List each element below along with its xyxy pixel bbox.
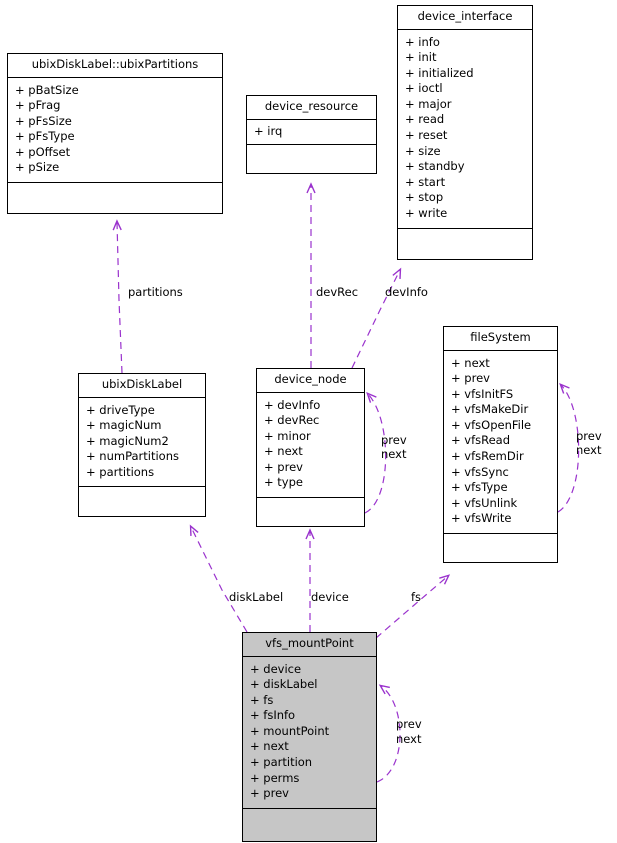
class-operations-ubix-partitions [8, 183, 222, 213]
edge-label-devRec: devRec [316, 285, 359, 299]
class-operations-ubix-disk-label [79, 487, 205, 516]
attribute-row: + start [405, 174, 446, 189]
attribute-row: + devRec [264, 413, 320, 428]
class-attributes-ubix-partitions: + pBatSize + pFrag + pFsSize + pFsType +… [8, 78, 222, 184]
attribute-row: + fsInfo [250, 708, 296, 723]
attribute-row: + vfsMakeDir [451, 402, 529, 417]
class-title-device-resource: device_resource [247, 96, 376, 120]
attribute-row: + prev [250, 786, 289, 801]
attribute-row: + device [250, 661, 302, 676]
attribute-row: + partition [250, 755, 313, 770]
attribute-row: + pSize [15, 160, 60, 175]
attribute-row: + standby [405, 159, 465, 174]
class-attributes-vfs-mountpoint: + device + diskLabel + fs + fsInfo + mou… [243, 657, 376, 809]
attribute-row: + stop [405, 190, 444, 205]
edge-partitions [112, 219, 123, 374]
attribute-row: + diskLabel [250, 677, 318, 692]
attribute-row: + irq [254, 123, 283, 138]
attribute-row: + devInfo [264, 397, 321, 412]
edge-label-mountpoint-prev: prev [396, 717, 422, 731]
class-attributes-device-interface: + info + init + initialized + ioctl + ma… [398, 30, 532, 229]
class-box-ubix-disk-label[interactable]: ubixDiskLabel + driveType + magicNum + m… [78, 373, 206, 518]
attribute-row: + vfsUnlink [451, 495, 518, 510]
attribute-row: + numPartitions [86, 449, 179, 464]
class-attributes-device-node: + devInfo + devRec + minor + next + prev… [257, 393, 364, 499]
class-title-ubix-disk-label: ubixDiskLabel [79, 374, 205, 398]
edge-label-device-node-prev: prev [381, 433, 407, 447]
attribute-row: + next [250, 739, 289, 754]
class-operations-device-resource [247, 145, 376, 173]
attribute-row: + major [405, 96, 452, 111]
class-title-ubix-partitions: ubixDiskLabel::ubixPartitions [8, 54, 222, 78]
class-operations-device-node [257, 498, 364, 526]
attribute-row: + reset [405, 128, 448, 143]
edge-label-device-node-next: next [381, 447, 407, 461]
attribute-row: + fs [250, 692, 274, 707]
edge-label-devInfo: devInfo [385, 285, 428, 299]
edge-label-filesystem-next: next [576, 443, 602, 457]
edge-label-fs: fs [411, 590, 422, 604]
edge-label-filesystem-prev: prev [576, 429, 602, 443]
class-title-device-interface: device_interface [398, 6, 532, 30]
class-box-vfs-mountpoint[interactable]: vfs_mountPoint + device + diskLabel + fs… [242, 632, 377, 842]
attribute-row: + vfsWrite [451, 511, 512, 526]
attribute-row: + pFsType [15, 129, 75, 144]
attribute-row: + vfsSync [451, 464, 509, 479]
attribute-row: + vfsType [451, 480, 508, 495]
class-title-device-node: device_node [257, 369, 364, 393]
attribute-row: + ioctl [405, 81, 443, 96]
attribute-row: + initialized [405, 65, 474, 80]
attribute-row: + prev [451, 371, 490, 386]
attribute-row: + vfsOpenFile [451, 417, 532, 432]
attribute-row: + magicNum2 [86, 433, 169, 448]
edge-label-partitions: partitions [128, 285, 183, 299]
attribute-row: + magicNum [86, 418, 162, 433]
attribute-row: + write [405, 206, 448, 221]
class-attributes-filesystem: + next + prev + vfsInitFS + vfsMakeDir +… [444, 351, 557, 535]
class-title-filesystem: fileSystem [444, 327, 557, 351]
attribute-row: + init [405, 50, 437, 65]
edge-diskLabel [189, 524, 248, 633]
attribute-row: + vfsInitFS [451, 386, 514, 401]
class-attributes-device-resource: + irq [247, 120, 376, 146]
class-box-device-node[interactable]: device_node + devInfo + devRec + minor +… [256, 368, 365, 528]
attribute-row: + pOffset [15, 144, 71, 159]
class-operations-vfs-mountpoint [243, 809, 376, 841]
attribute-row: + vfsRead [451, 433, 511, 448]
class-operations-device-interface [398, 229, 532, 259]
attribute-row: + size [405, 143, 441, 158]
attribute-row: + vfsRemDir [451, 449, 524, 464]
attribute-row: + prev [264, 459, 303, 474]
attribute-row: + pFrag [15, 98, 61, 113]
edge-label-device: device [311, 590, 349, 604]
class-box-device-interface[interactable]: device_interface + info + init + initial… [397, 5, 533, 260]
attribute-row: + minor [264, 428, 311, 443]
edge-label-diskLabel: diskLabel [229, 590, 284, 604]
edge-label-mountpoint-next: next [396, 732, 422, 746]
class-box-filesystem[interactable]: fileSystem + next + prev + vfsInitFS + v… [443, 326, 558, 564]
attribute-row: + pFsSize [15, 113, 72, 128]
attribute-row: + read [405, 112, 445, 127]
class-operations-filesystem [444, 534, 557, 562]
attribute-row: + pBatSize [15, 82, 79, 97]
attribute-row: + next [451, 355, 490, 370]
attribute-row: + next [264, 444, 303, 459]
class-attributes-ubix-disk-label: + driveType + magicNum + magicNum2 + num… [79, 398, 205, 488]
attribute-row: + info [405, 34, 440, 49]
class-box-ubix-partitions[interactable]: ubixDiskLabel::ubixPartitions + pBatSize… [7, 53, 223, 215]
class-title-vfs-mountpoint: vfs_mountPoint [243, 633, 376, 657]
attribute-row: + driveType [86, 402, 155, 417]
attribute-row: + type [264, 475, 303, 490]
attribute-row: + mountPoint [250, 723, 330, 738]
attribute-row: + partitions [86, 464, 155, 479]
class-box-device-resource[interactable]: device_resource + irq [246, 95, 377, 175]
edge-fs [375, 574, 451, 639]
attribute-row: + perms [250, 770, 300, 785]
